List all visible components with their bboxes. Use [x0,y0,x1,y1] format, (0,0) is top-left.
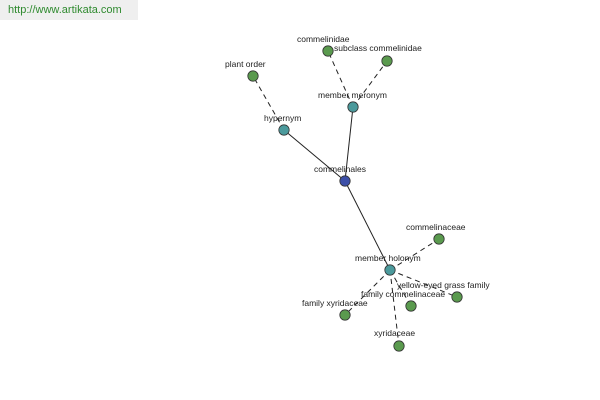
node-label-member-meronym: member meronym [318,90,387,100]
site-url-link[interactable]: http://www.artikata.com [0,0,138,20]
node-dot-commelinaceae[interactable] [433,233,445,245]
edges-layer [252,50,458,347]
node-dot-hypernym[interactable] [278,124,290,136]
nodes-layer: commelinales hypernym member meronym member… [225,34,490,352]
node-commelinidae[interactable]: commelinidae [297,34,350,57]
node-dot-plant-order[interactable] [247,70,259,82]
node-label-member-holonym: member holonym [355,253,421,263]
edge-member-holonym-to-xyridaceae [389,269,400,347]
node-hypernym[interactable]: hypernym [264,113,301,136]
node-commelinales[interactable]: commelinales [314,164,366,187]
node-dot-yellow-eyed-grass-family[interactable] [451,291,463,303]
node-dot-family-commelinaceae[interactable] [405,300,417,312]
node-dot-family-xyridaceae[interactable] [339,309,351,321]
node-label-xyridaceae: xyridaceae [374,328,415,338]
edge-member-holonym-to-yellow-eyed-grass-family [389,269,458,298]
node-label-family-xyridaceae: family xyridaceae [302,298,368,308]
node-dot-xyridaceae[interactable] [393,340,405,352]
node-label-yellow-eyed-grass-family: yellow-eyed grass family [397,280,490,290]
edge-member-holonym-to-family-commelinaceae [389,269,412,307]
node-dot-subclass-commelinidae[interactable] [381,55,393,67]
edge-member-holonym-to-commelinaceae [389,238,440,271]
edge-commelinales-to-member-meronym [344,106,354,182]
node-dot-commelinidae[interactable] [322,45,334,57]
node-subclass-commelinidae[interactable]: subclass commelinidae [334,43,422,67]
node-label-commelinidae: commelinidae [297,34,350,44]
node-family-xyridaceae[interactable]: family xyridaceae [302,298,368,321]
node-family-commelinaceae[interactable]: family commelinaceae [361,289,445,312]
node-label-hypernym: hypernym [264,113,301,123]
node-dot-member-meronym[interactable] [347,101,359,113]
edge-member-meronym-to-commelinidae [327,50,354,108]
node-label-family-commelinaceae: family commelinaceae [361,289,445,299]
edge-commelinales-to-member-holonym [344,180,391,271]
edge-member-meronym-to-subclass-commelinidae [352,60,388,108]
node-member-holonym[interactable]: member holonym [355,253,421,276]
node-dot-commelinales[interactable] [339,175,351,187]
node-dot-member-holonym[interactable] [384,264,396,276]
node-label-subclass-commelinidae: subclass commelinidae [334,43,422,53]
edge-hypernym-to-plant-order [252,75,285,131]
node-member-meronym[interactable]: member meronym [318,90,387,113]
node-yellow-eyed-grass-family[interactable]: yellow-eyed grass family [397,280,490,303]
node-label-commelinaceae: commelinaceae [406,222,466,232]
node-xyridaceae[interactable]: xyridaceae [374,328,415,352]
node-plant-order[interactable]: plant order [225,59,266,82]
node-label-commelinales: commelinales [314,164,366,174]
node-label-plant-order: plant order [225,59,266,69]
node-commelinaceae[interactable]: commelinaceae [406,222,466,245]
edge-member-holonym-to-family-xyridaceae [344,269,391,316]
edge-commelinales-to-hypernym [283,129,346,182]
